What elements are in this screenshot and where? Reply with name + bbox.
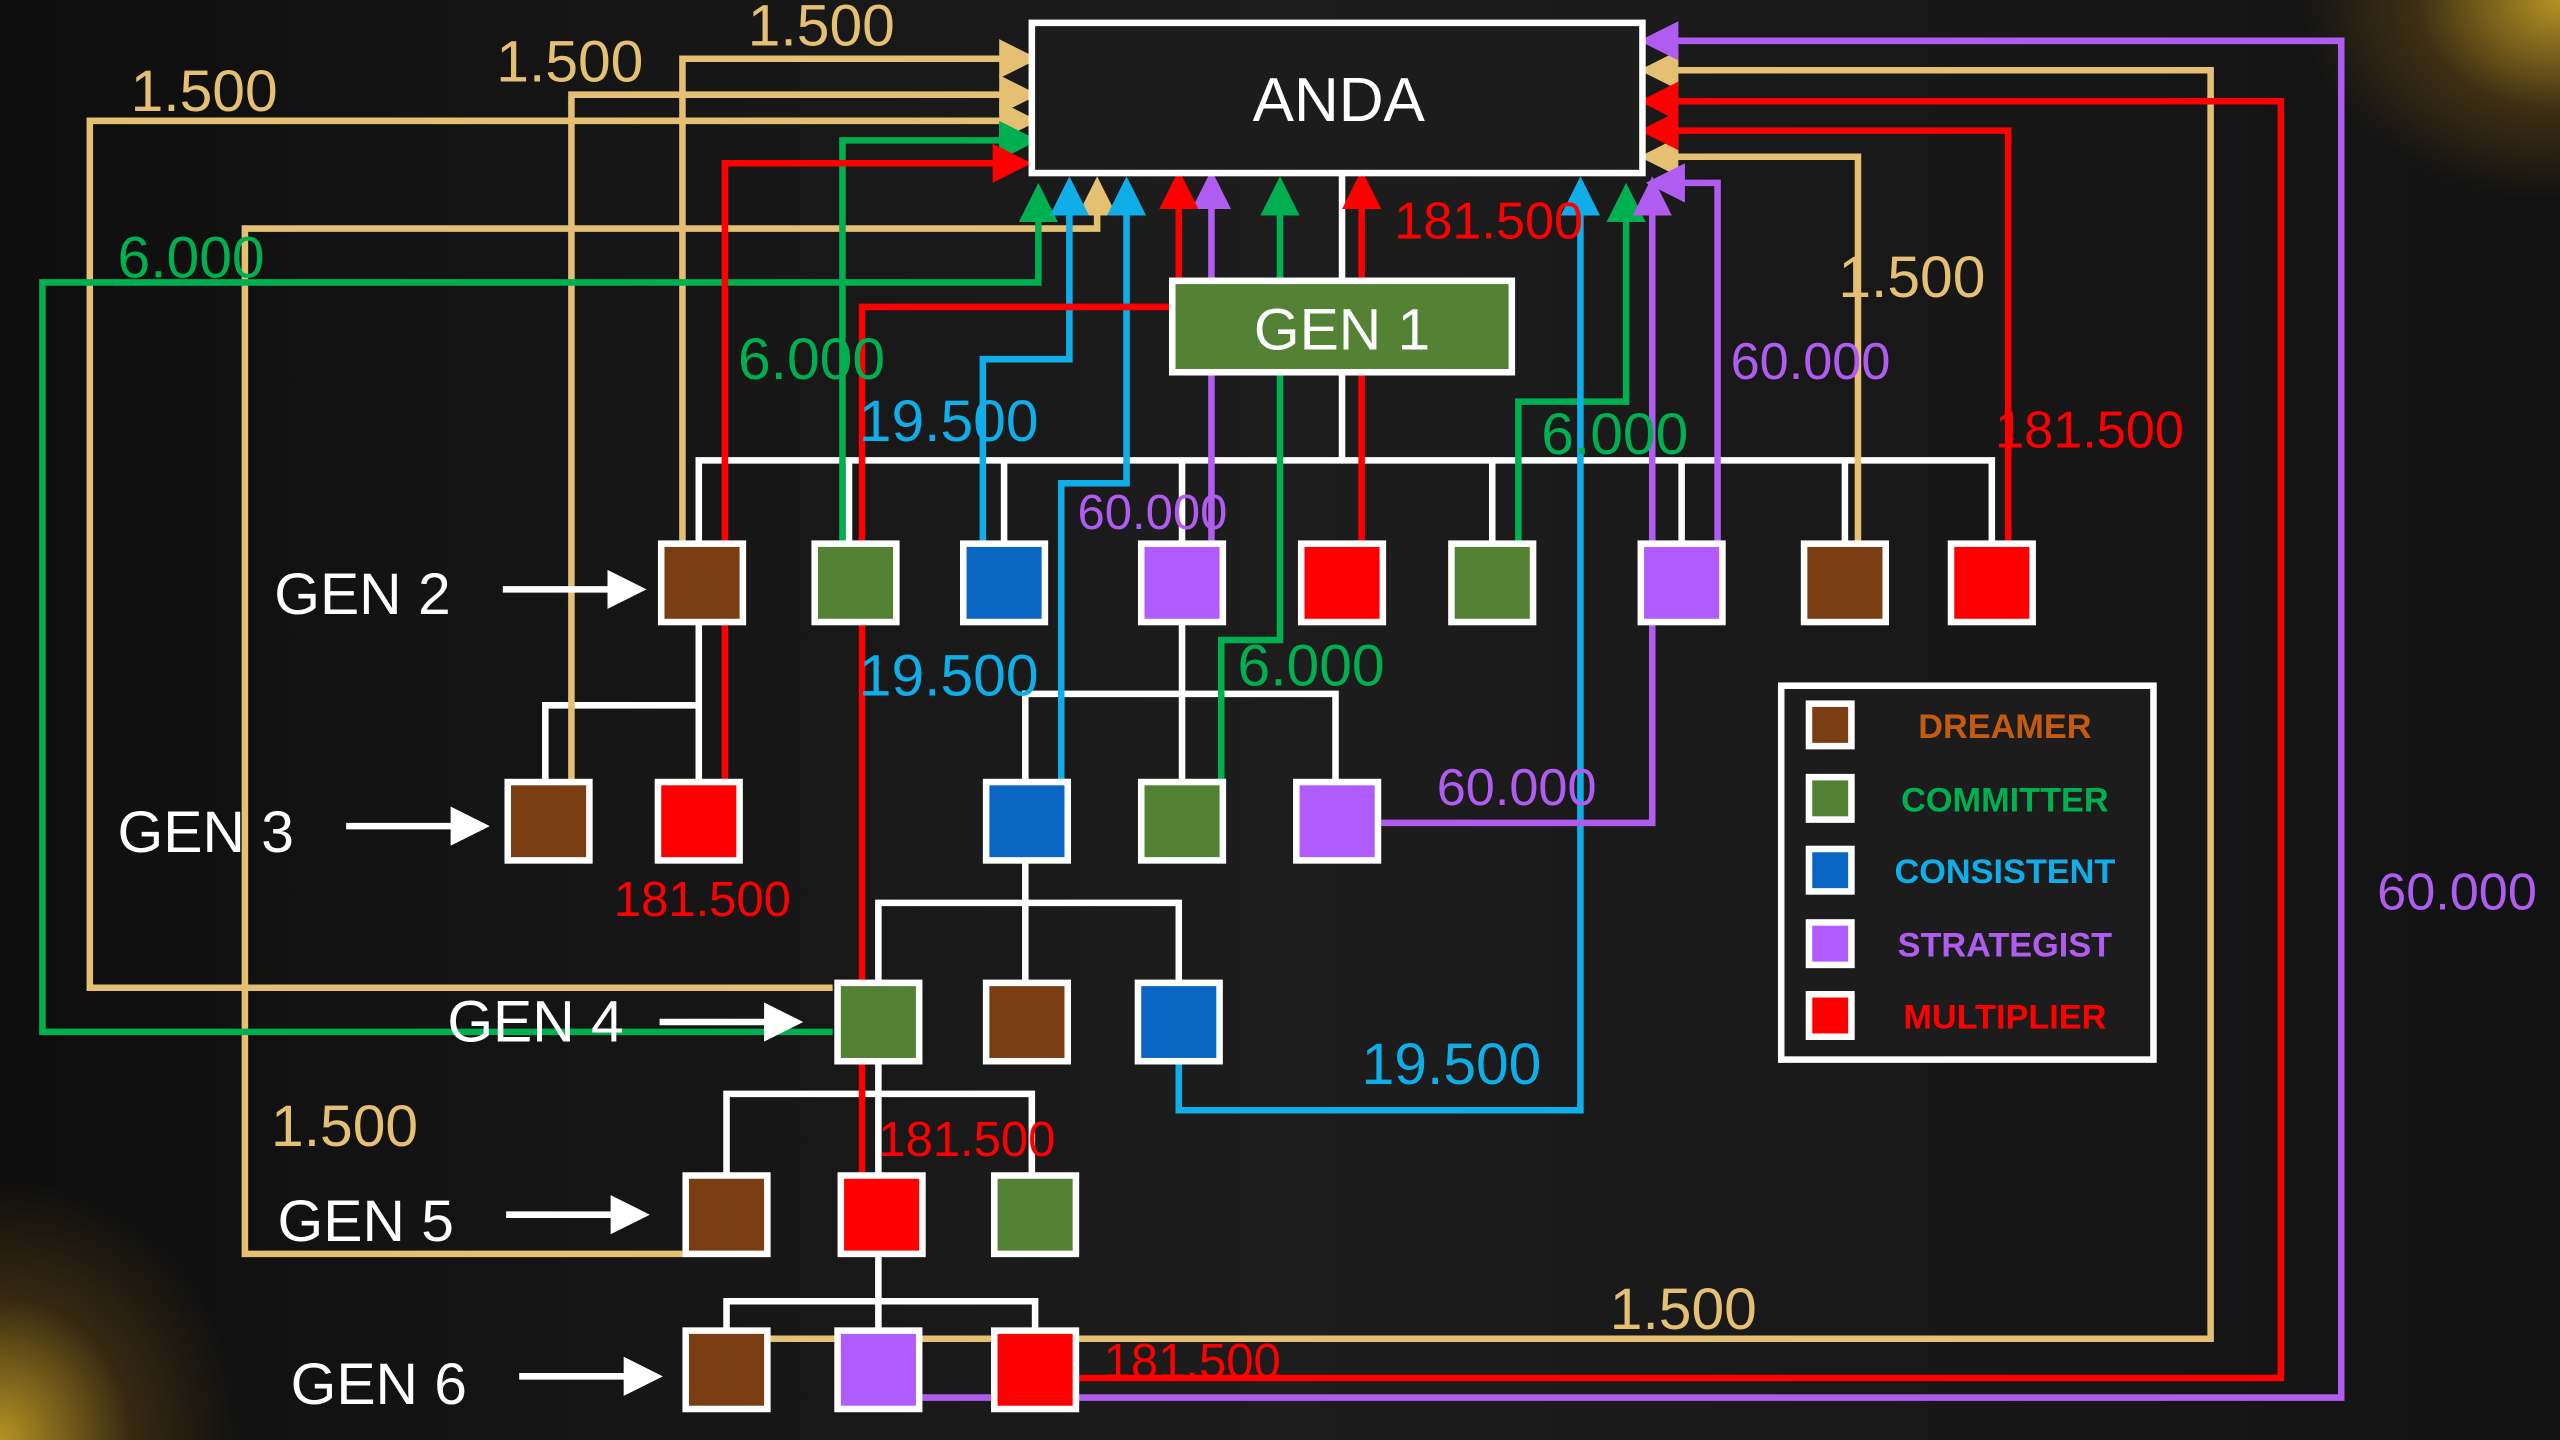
member-node-committer (991, 1172, 1080, 1258)
flow-strategist-gen2b (1645, 163, 1721, 543)
member-node-strategist (1293, 778, 1382, 864)
member-node-strategist (834, 1327, 923, 1413)
flow-dreamer-gen2b (1639, 137, 1862, 543)
flow-multiplier-gen5 (858, 169, 1199, 1176)
value-label-multiplier: 181.500 (614, 873, 791, 927)
member-node-strategist (1137, 540, 1227, 626)
value-label-committer: 6.000 (118, 226, 265, 291)
member-node-multiplier (991, 1327, 1080, 1413)
flow-consistent-gen3 (1057, 176, 1147, 781)
gen3-label: GEN 3 (118, 800, 294, 865)
value-label-dreamer: 1.500 (271, 1094, 418, 1159)
value-labels: 1.500 1.500 1.500 6.000 6.000 19.500 60.… (118, 0, 2537, 1389)
member-node-dreamer (504, 778, 593, 864)
legend-swatch-multiplier (1805, 991, 1855, 1040)
member-node-strategist (1637, 540, 1726, 626)
value-label-multiplier: 181.500 (1995, 401, 2184, 459)
value-label-multiplier: 181.500 (1394, 192, 1583, 250)
flow-committer-gen2a (839, 120, 1039, 543)
member-node-dreamer (682, 1327, 771, 1413)
member-node-consistent (960, 540, 1049, 626)
flow-consistent-gen2 (979, 176, 1089, 543)
member-node-dreamer (982, 979, 1072, 1065)
value-label-dreamer: 1.500 (131, 59, 278, 124)
member-node-multiplier (837, 1172, 926, 1258)
flow-multiplier-gen2b (1639, 111, 2012, 543)
gen3-left-bus (542, 702, 703, 781)
value-label-strategist: 60.000 (2377, 863, 2537, 921)
gen1-label: GEN 1 (1254, 297, 1430, 362)
member-node-multiplier (654, 778, 743, 864)
flow-strategist-gen3 (1381, 176, 1672, 827)
member-node-committer (834, 979, 923, 1065)
gen2-bus (695, 457, 1996, 543)
flow-dreamer-gen6 (767, 50, 2214, 1343)
value-label-committer: 6.000 (1238, 634, 1385, 699)
value-label-strategist: 60.000 (1731, 333, 1891, 391)
member-nodes (504, 540, 2036, 1413)
flow-multiplier-gen6 (1077, 81, 2285, 1382)
legend-label-strategist: STRATEGIST (1898, 927, 2113, 965)
member-node-dreamer (1800, 540, 1889, 626)
legend-swatch-dreamer (1805, 700, 1855, 750)
member-node-dreamer (657, 540, 747, 626)
gen4-label: GEN 4 (447, 990, 623, 1055)
gen1-box (1168, 277, 1516, 376)
legend-label-committer: COMMITTER (1901, 781, 2109, 819)
member-node-consistent (1134, 979, 1223, 1065)
flow-dreamer-gen4 (86, 101, 1039, 992)
flow-committer-gen4 (39, 182, 1058, 1036)
value-label-committer: 6.000 (1541, 402, 1688, 467)
member-node-multiplier (1947, 540, 2036, 626)
anda-box (1028, 19, 1646, 177)
legend-label-dreamer: DREAMER (1918, 708, 2091, 746)
value-label-dreamer: 1.500 (748, 0, 895, 59)
member-node-committer (1137, 778, 1227, 864)
member-node-committer (811, 540, 900, 626)
value-label-strategist: 60.000 (1437, 759, 1597, 817)
flow-strategist-gen6 (914, 21, 2345, 1401)
flow-consistent-gen4 (1175, 176, 1600, 1114)
member-node-dreamer (682, 1172, 771, 1258)
member-node-committer (1448, 540, 1537, 626)
value-label-multiplier: 181.500 (1104, 1335, 1281, 1389)
legend-swatch-consistent (1805, 845, 1855, 895)
gen2-label: GEN 2 (274, 562, 450, 627)
value-label-dreamer: 1.500 (496, 30, 643, 95)
anda-node: ANDA (1028, 19, 1646, 177)
value-label-consistent: 19.500 (859, 644, 1039, 709)
gen6-label: GEN 6 (291, 1352, 467, 1417)
gen5-label: GEN 5 (278, 1189, 454, 1254)
generation-labels: GEN 2 GEN 3 GEN 4 GEN 5 GEN 6 (118, 562, 804, 1417)
legend-label-consistent: CONSISTENT (1894, 853, 2115, 891)
anda-label: ANDA (1253, 66, 1426, 135)
value-label-dreamer: 1.500 (1838, 245, 1985, 310)
legend-label-multiplier: MULTIPLIER (1903, 999, 2106, 1037)
member-node-multiplier (1297, 540, 1387, 626)
flow-committer-gen3 (1217, 176, 1300, 781)
value-label-consistent: 19.500 (1362, 1032, 1542, 1097)
flow-dreamer-gen5 (241, 176, 1117, 1258)
legend: DREAMER COMMITTER CONSISTENT STRATEGIST MULT… (1777, 682, 2157, 1063)
member-node-consistent (982, 778, 1072, 864)
gen1-node: GEN 1 (1168, 277, 1516, 376)
legend-swatch-committer (1805, 773, 1855, 823)
payout-flows (39, 21, 2345, 1401)
value-label-strategist: 60.000 (1078, 486, 1228, 540)
value-label-committer: 6.000 (738, 327, 885, 392)
flow-committer-gen2b (1515, 182, 1646, 543)
value-label-consistent: 19.500 (859, 389, 1039, 454)
flow-dreamer-gen2a (679, 39, 1039, 543)
value-label-dreamer: 1.500 (1610, 1277, 1757, 1342)
value-label-multiplier: 181.500 (878, 1113, 1055, 1167)
flow-dreamer-gen3 (568, 75, 1039, 781)
tree-connectors (542, 173, 1996, 1331)
legend-swatch-strategist (1805, 919, 1855, 969)
